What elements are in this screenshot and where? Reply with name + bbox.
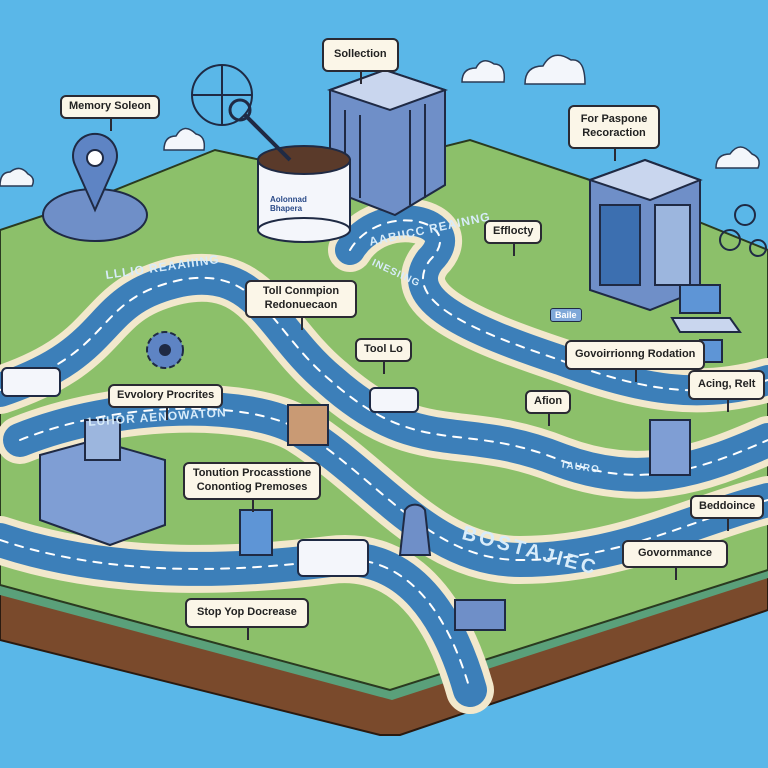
castle (39, 419, 166, 547)
label-tool-completion: Toll Conmpion Redonuecaon (245, 280, 357, 329)
label-stop: Stop Yop Docrease (185, 598, 309, 640)
roads (0, 198, 768, 714)
label-evolutionary: Evvolory Procrites (108, 384, 224, 420)
label-action: Afion (525, 390, 572, 426)
canister (228, 98, 351, 243)
pillars (239, 339, 723, 631)
clouds (0, 54, 760, 187)
label-tool-lo: Tool Lo (355, 338, 412, 374)
label-efficiency: Efflocty (484, 220, 543, 256)
canister-label: Aolonnad Bhapera (270, 195, 307, 213)
compass-wheel (191, 64, 253, 126)
badge: Baile (550, 308, 582, 322)
label-transition: Tonution Procasstione Conontiog Premoses (183, 462, 321, 511)
label-acting: Acing, Relt (688, 370, 766, 412)
label-governance: Govornmance (622, 540, 728, 580)
label-memory: Memory Soleon (60, 95, 160, 131)
label-selection: Sollection (322, 38, 399, 84)
ground-edge (0, 570, 768, 700)
label-response: For Paspone Recoraction (568, 105, 660, 160)
label-beddoince: Beddoince (690, 495, 765, 531)
label-governing: Govoirrionng Rodation (565, 340, 706, 382)
molecule-icon (719, 204, 767, 257)
gear-icon (146, 331, 184, 369)
laptop-icon (670, 284, 742, 333)
vehicles (1, 367, 419, 577)
location-pin (42, 132, 148, 242)
